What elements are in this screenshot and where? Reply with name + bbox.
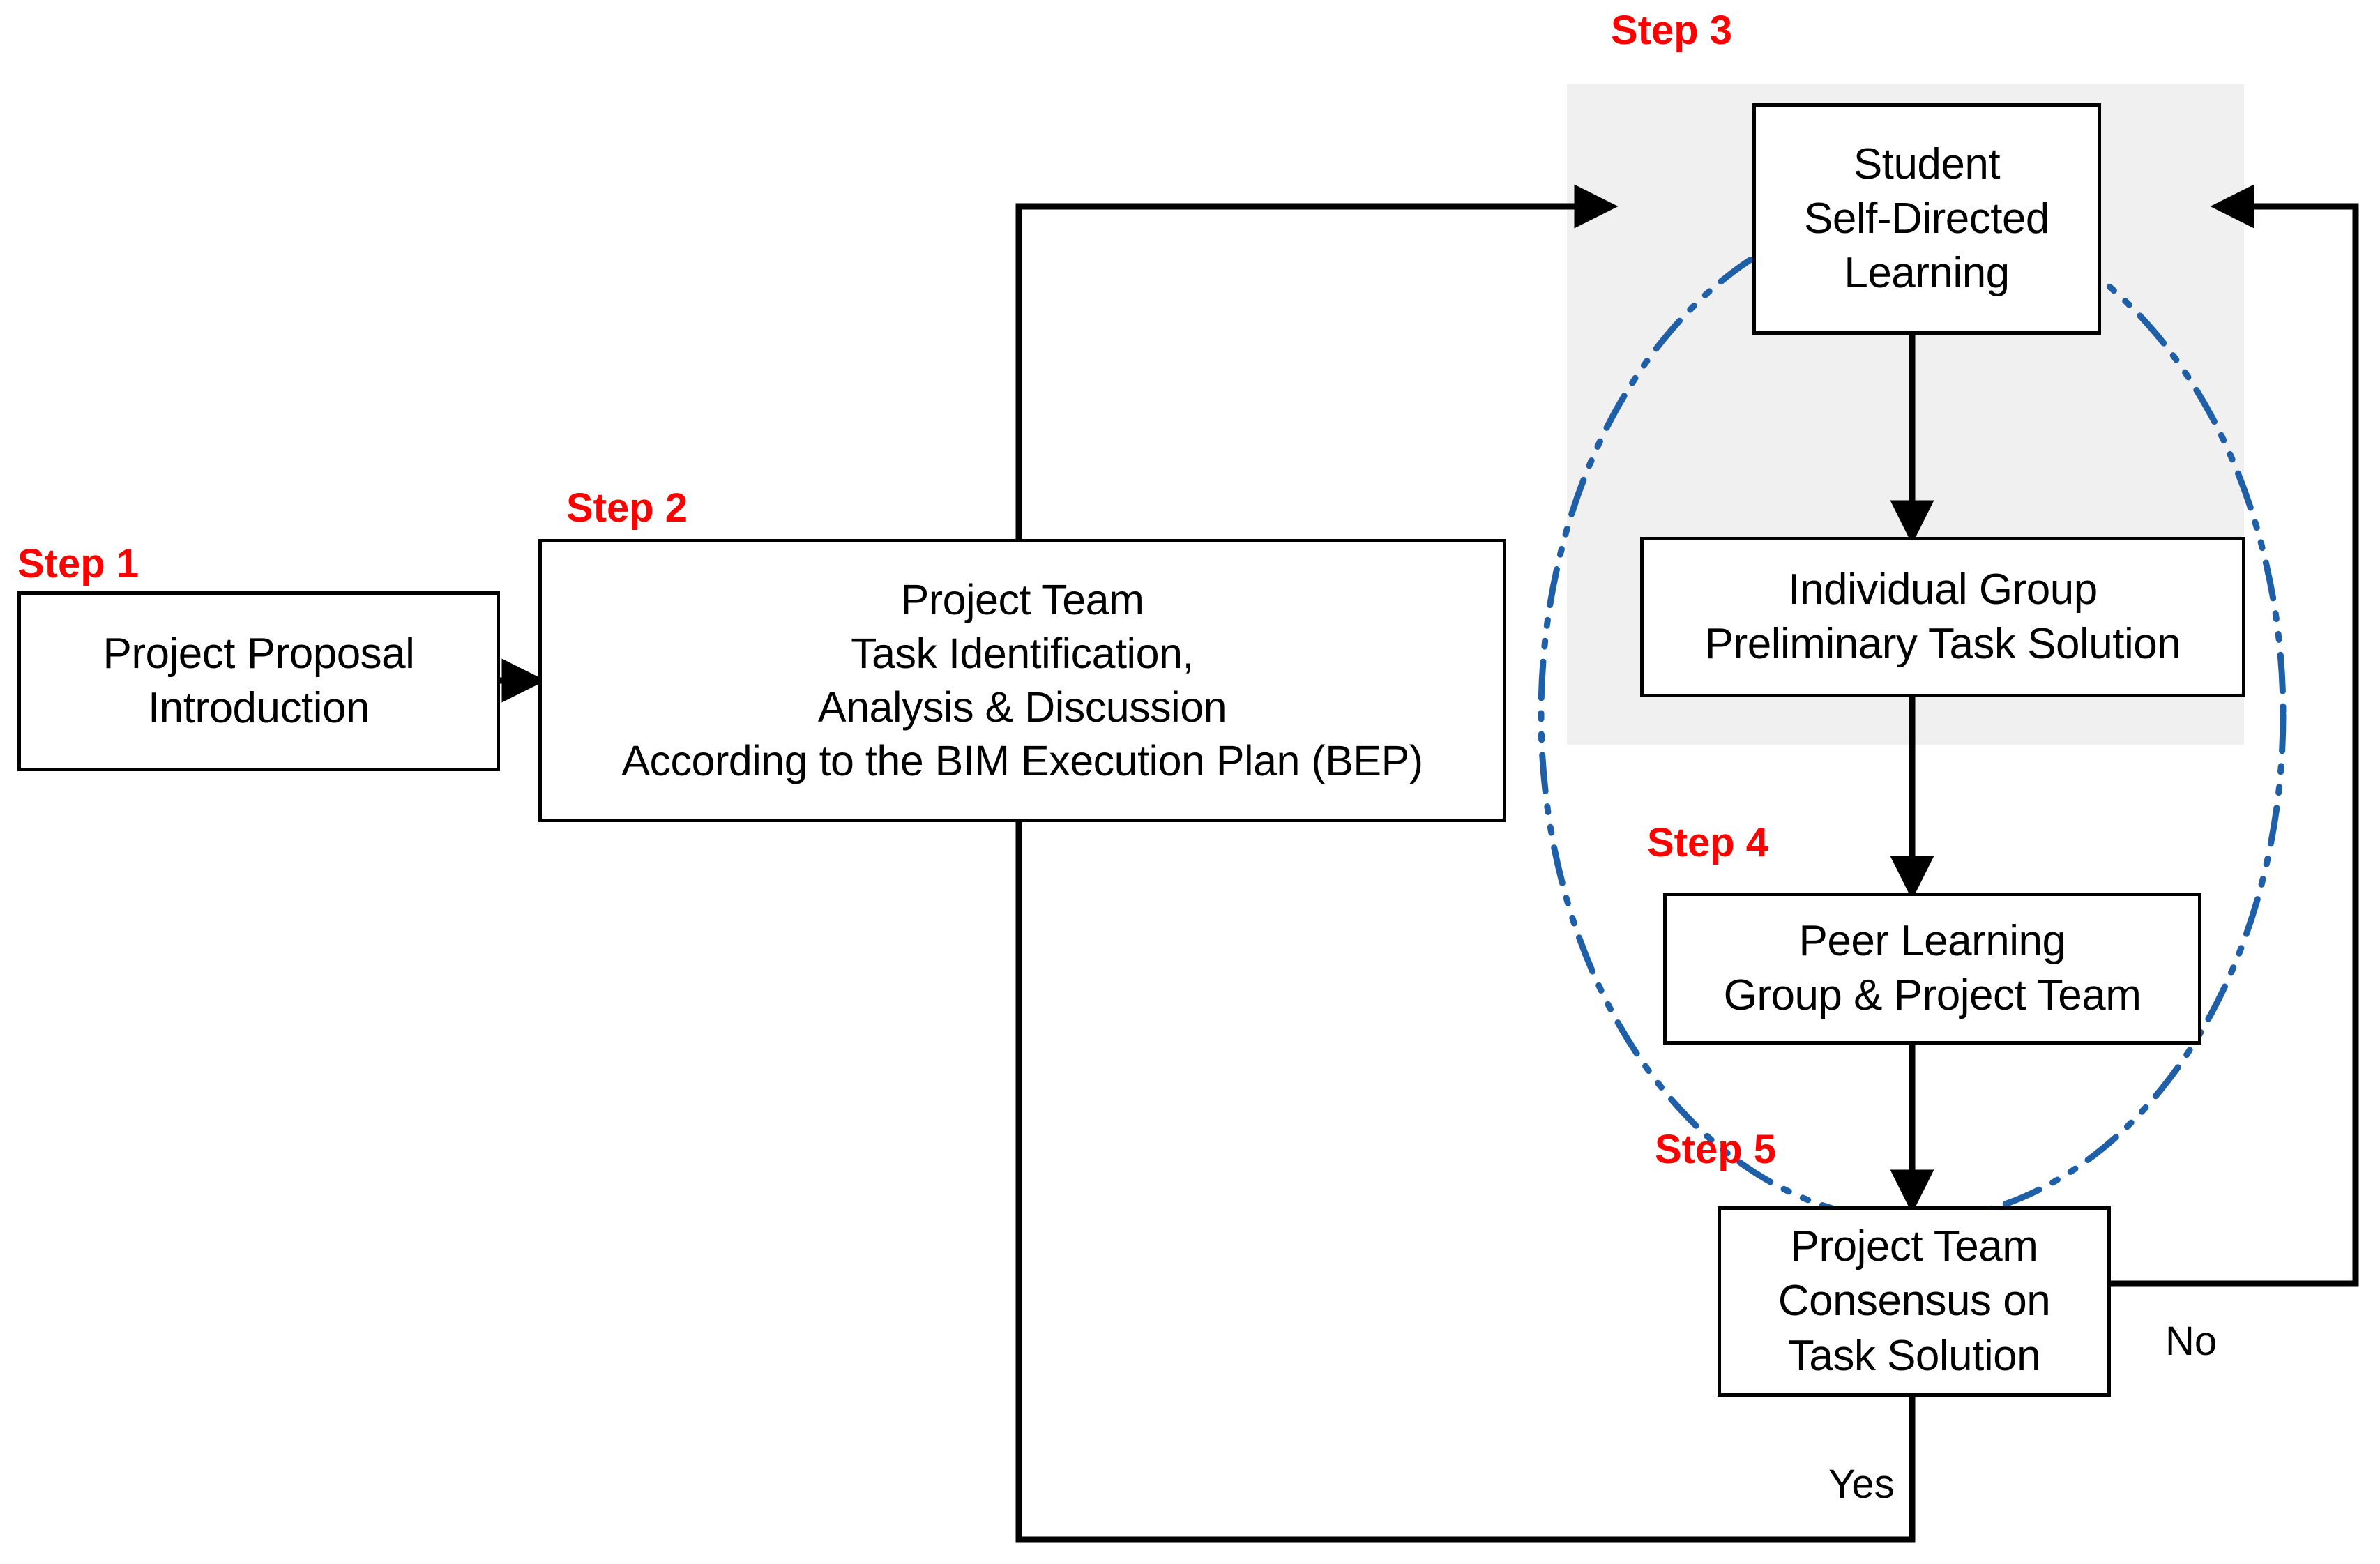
node-line: Student <box>1853 139 2001 188</box>
step-label-step4: Step 4 <box>1647 820 1769 865</box>
node-line: Self-Directed <box>1804 194 2049 243</box>
step-label-step1: Step 1 <box>17 541 139 586</box>
arrow-yes-feedback-to-step2 <box>996 763 1916 1543</box>
node-individual-group-preliminary-task-solution[interactable]: Individual Group Preliminary Task Soluti… <box>1640 537 2245 697</box>
node-line: Group & Project Team <box>1723 971 2142 1019</box>
node-line: Project Team <box>1790 1222 2038 1271</box>
step-label-step3: Step 3 <box>1611 8 1733 53</box>
node-line: Preliminary Task Solution <box>1704 620 2181 668</box>
node-line: Introduction <box>148 684 370 732</box>
node-line: Project Proposal <box>103 629 415 678</box>
step-label-step2: Step 2 <box>566 485 688 531</box>
step-label-step5: Step 5 <box>1655 1127 1777 1172</box>
node-project-proposal-introduction[interactable]: Project Proposal Introduction <box>17 591 500 771</box>
node-line: Learning <box>1844 249 2010 298</box>
edge-label-yes: Yes <box>1828 1461 1895 1507</box>
node-student-self-directed-learning[interactable]: Student Self-Directed Learning <box>1752 103 2101 335</box>
node-line: Individual Group <box>1788 565 2098 614</box>
node-peer-learning-group-project-team[interactable]: Peer Learning Group & Project Team <box>1663 893 2201 1045</box>
node-line: Peer Learning <box>1798 916 2067 965</box>
edge-label-no: No <box>2165 1319 2218 1364</box>
node-line: According to the BIM Execution Plan (BEP… <box>621 736 1423 784</box>
arrow-step2-to-student-self-directed-learning <box>1015 184 1619 539</box>
node-line: Project Team <box>900 576 1144 624</box>
node-project-team-task-identification[interactable]: Project Team Task Identification, Analys… <box>538 539 1506 822</box>
node-line: Analysis & Discussion <box>817 683 1227 731</box>
node-line: Task Identification, <box>851 630 1194 678</box>
node-project-team-consensus-on-task-solution[interactable]: Project Team Consensus on Task Solution <box>1718 1206 2111 1397</box>
node-line: Consensus on <box>1778 1277 2051 1326</box>
node-line: Task Solution <box>1787 1331 2041 1380</box>
